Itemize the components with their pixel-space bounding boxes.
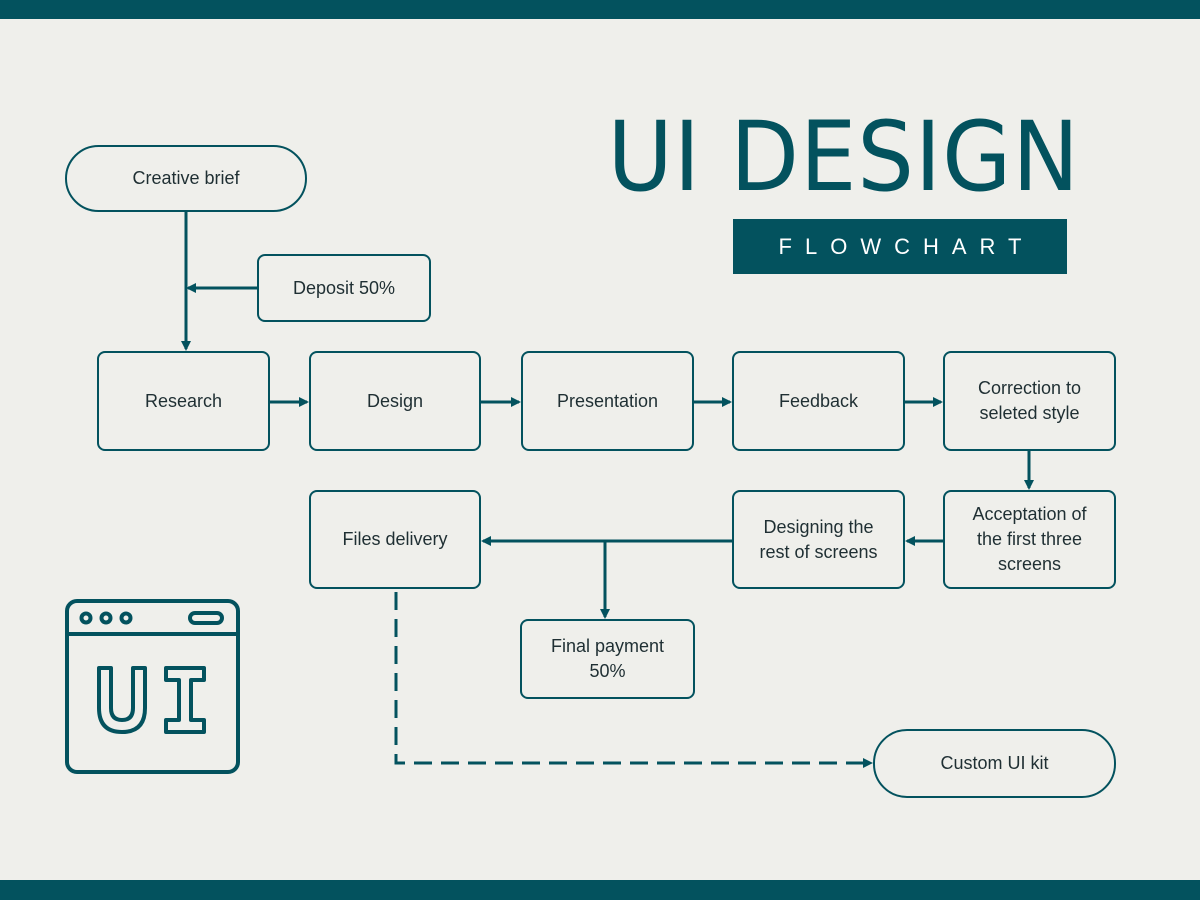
node-acceptance: Acceptation of the first three screens <box>943 490 1116 589</box>
node-design-label: Design <box>366 390 424 411</box>
node-files-delivery-label: Files delivery <box>342 529 448 549</box>
dashed-arrow-files-to-uikit <box>394 592 873 768</box>
node-files-delivery: Files delivery <box>309 490 481 589</box>
node-designing-rest-label: Designing the rest of screens <box>759 516 878 562</box>
node-creative-brief: Creative brief <box>65 145 307 212</box>
node-acceptance-label: Acceptation of the first three screens <box>972 504 1087 574</box>
page-title: UI DESIGN <box>607 101 1080 213</box>
browser-window-ui-icon <box>62 596 244 776</box>
node-correction: Correction to seleted style <box>943 351 1116 451</box>
subtitle-text: FLOWCHART <box>778 233 1035 259</box>
node-feedback: Feedback <box>732 351 905 451</box>
node-final-payment-label: Final payment 50% <box>550 636 665 681</box>
node-feedback-label: Feedback <box>778 390 859 411</box>
node-correction-label: Correction to seleted style <box>977 378 1082 423</box>
browser-window-ui-icon-graphic <box>65 599 240 774</box>
node-designing-rest: Designing the rest of screens <box>732 490 905 589</box>
node-research-label: Research <box>144 390 223 411</box>
node-custom-ui-kit-label: Custom UI kit <box>940 753 1049 773</box>
node-presentation: Presentation <box>521 351 694 451</box>
node-design: Design <box>309 351 481 451</box>
node-custom-ui-kit: Custom UI kit <box>873 729 1116 798</box>
node-research: Research <box>97 351 270 451</box>
node-deposit: Deposit 50% <box>257 254 431 322</box>
subtitle-banner: FLOWCHART <box>733 219 1067 274</box>
bottom-accent-bar <box>0 880 1200 900</box>
top-accent-bar <box>0 0 1200 19</box>
node-deposit-label: Deposit 50% <box>292 277 396 298</box>
node-final-payment: Final payment 50% <box>520 619 695 699</box>
node-presentation-label: Presentation <box>556 390 659 411</box>
node-creative-brief-label: Creative brief <box>132 168 240 188</box>
